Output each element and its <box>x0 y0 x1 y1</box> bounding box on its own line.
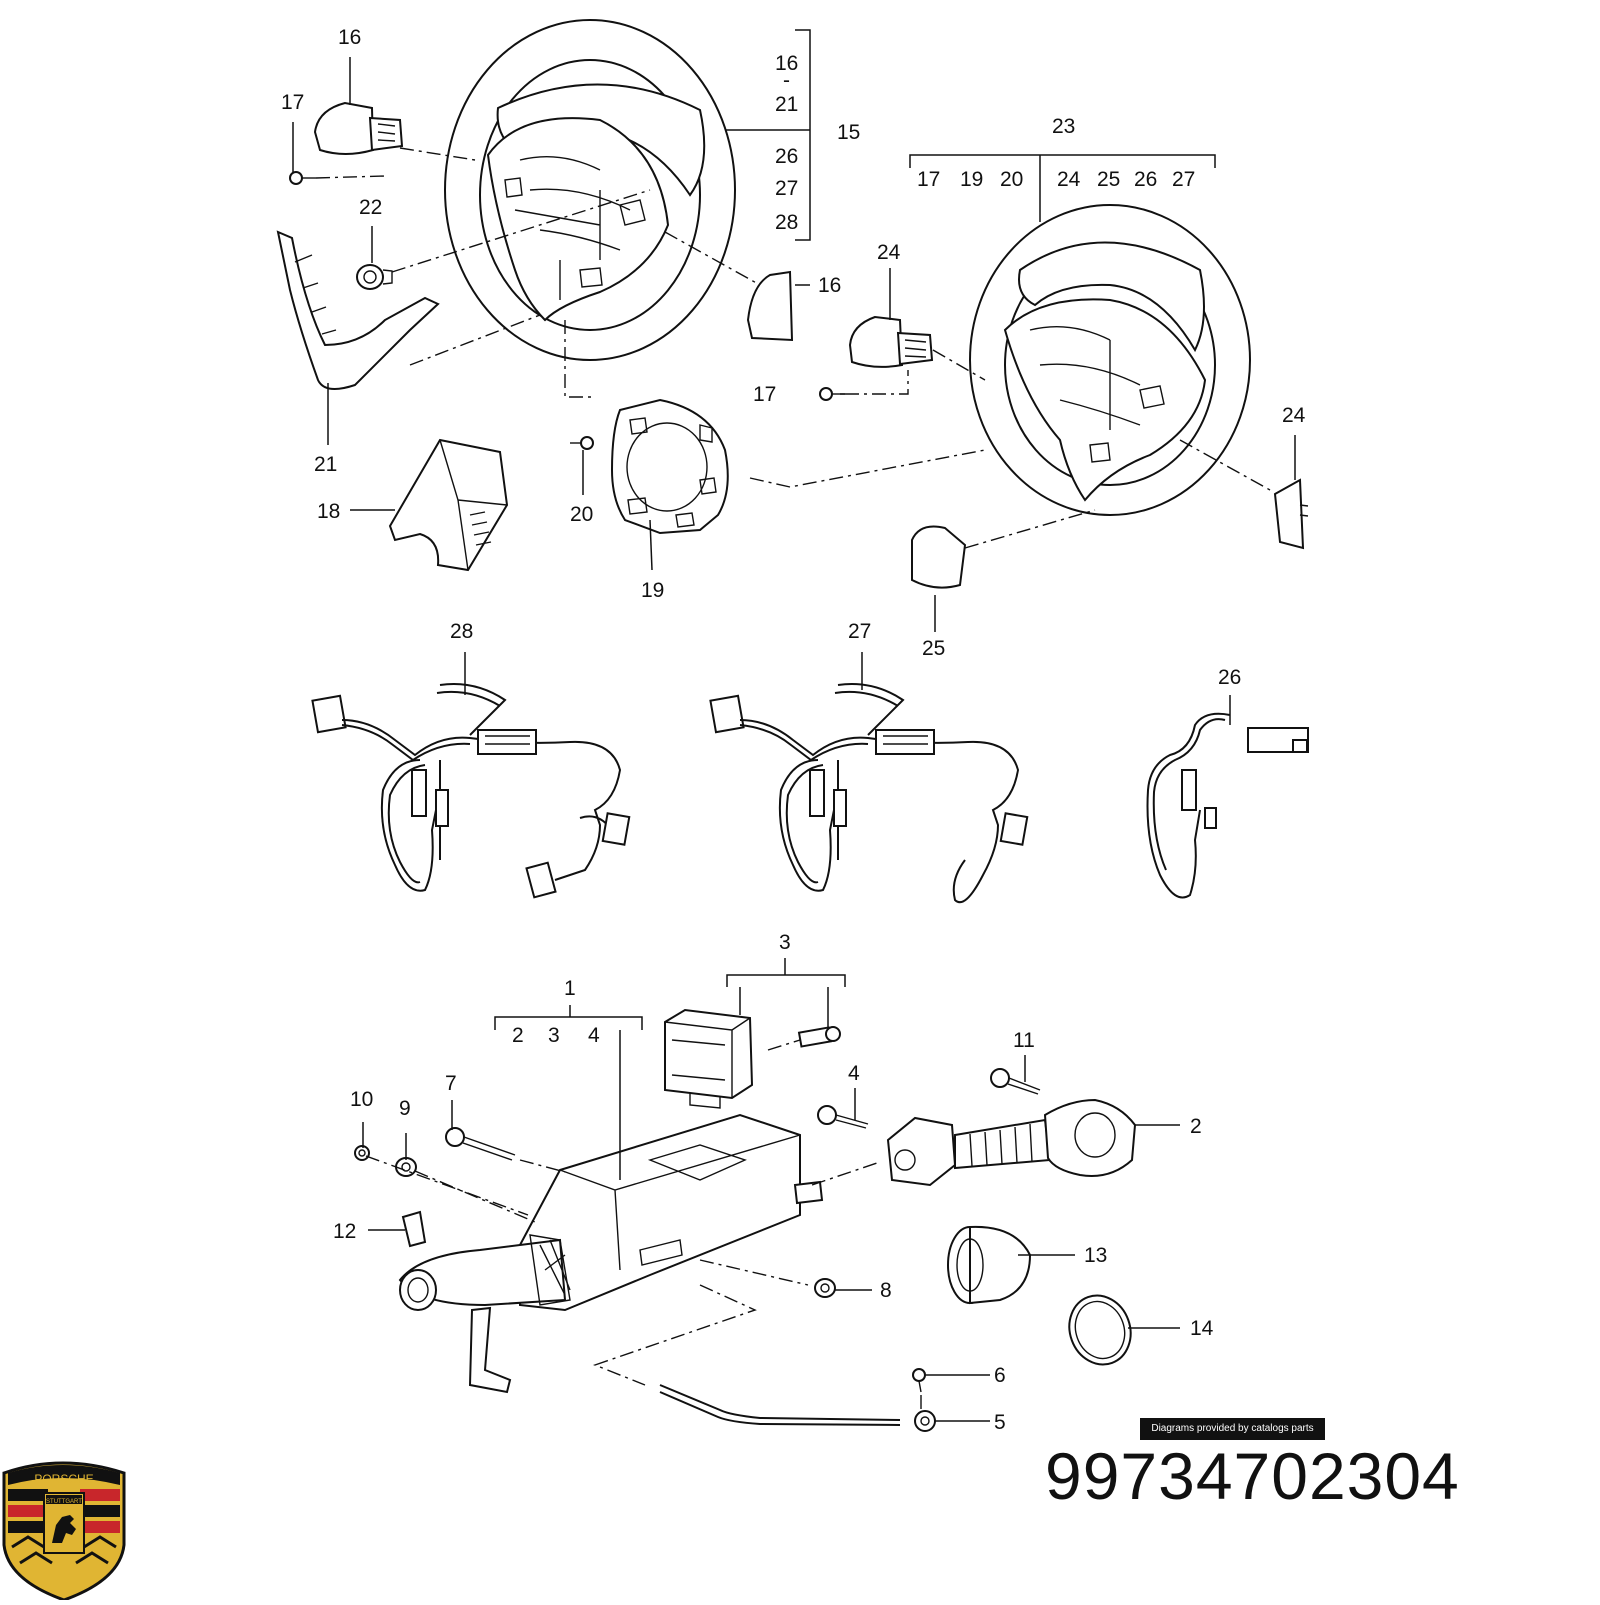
callout-23: 23 <box>1052 115 1075 138</box>
screw-20 <box>570 436 594 450</box>
callout-2: 2 <box>1190 1115 1202 1138</box>
grommet-13 <box>947 1225 1032 1305</box>
steering-column <box>398 1113 824 1394</box>
bolt-7 <box>445 1127 516 1161</box>
callout-1: 1 <box>564 977 576 1000</box>
group-1-item: 4 <box>588 1024 600 1047</box>
bolt-11 <box>990 1068 1041 1095</box>
group-15-item: 16 <box>775 52 798 75</box>
callout-4: 4 <box>848 1062 860 1085</box>
callout-7: 7 <box>445 1072 457 1095</box>
callout-24: 24 <box>877 241 901 264</box>
group-23-item: 26 <box>1134 168 1157 191</box>
logo-center-text: STUTTGART <box>46 1499 82 1505</box>
callout-20: 20 <box>570 503 593 526</box>
group-1-list: 2 3 4 <box>512 1024 600 1047</box>
ground-strap-5 <box>659 1384 936 1432</box>
wiring-harness-27 <box>709 683 1029 904</box>
bolt-3 <box>797 1026 841 1048</box>
trim-strip-21 <box>276 230 440 390</box>
callout-27: 27 <box>848 620 871 643</box>
group-15-item: - <box>783 69 790 92</box>
callout-15: 15 <box>837 121 860 144</box>
callout-3: 3 <box>779 931 791 954</box>
screw-17-right <box>819 387 845 401</box>
leader-lines <box>292 57 1296 1422</box>
group-15-item: 26 <box>775 145 798 168</box>
intermediate-shaft-2 <box>886 1098 1137 1187</box>
group-23-item: 20 <box>1000 168 1023 191</box>
cap-14 <box>1068 1294 1132 1366</box>
group-15-list: 16 - 21 26 27 28 <box>775 52 798 234</box>
nut-22 <box>356 264 393 290</box>
group-23-item: 27 <box>1172 168 1195 191</box>
group-15-item: 21 <box>775 93 798 116</box>
group-23-bracket <box>909 154 1216 222</box>
callout-28: 28 <box>450 620 473 643</box>
callout-10: 10 <box>350 1088 373 1111</box>
group-3-bracket <box>726 958 846 1030</box>
steering-wheel-left <box>444 19 736 361</box>
callout-21: 21 <box>314 453 337 476</box>
bolt-4 <box>817 1105 869 1129</box>
switch-24-right <box>1273 478 1309 550</box>
callout-24: 24 <box>1282 404 1306 427</box>
washer-9 <box>395 1157 417 1177</box>
callout-12: 12 <box>333 1220 356 1243</box>
cover-25 <box>911 525 967 589</box>
callout-14: 14 <box>1190 1317 1214 1340</box>
group-23-item: 25 <box>1097 168 1120 191</box>
switch-24-left <box>848 315 934 368</box>
wiring-harness-26 <box>1146 712 1309 899</box>
logo-top-text: PORSCHE <box>34 1472 93 1486</box>
callout-6: 6 <box>994 1364 1006 1387</box>
diagram-credit-banner: Diagrams provided by catalogs parts <box>1140 1418 1325 1440</box>
group-23-item: 17 <box>917 168 940 191</box>
switch-cover-16-left <box>313 101 404 155</box>
callout-11: 11 <box>1013 1029 1035 1052</box>
callout-17: 17 <box>753 383 776 406</box>
callout-25: 25 <box>922 637 945 660</box>
callout-9: 9 <box>399 1097 411 1120</box>
group-23-item: 24 <box>1057 168 1081 191</box>
callout-18: 18 <box>317 500 340 523</box>
bolt-6 <box>912 1368 926 1393</box>
callout-13: 13 <box>1084 1244 1107 1267</box>
screw-17-left <box>289 171 316 185</box>
group-15-item: 27 <box>775 177 798 200</box>
callout-16: 16 <box>338 26 361 49</box>
callout-17: 17 <box>281 91 304 114</box>
group-1-bracket <box>494 1005 643 1030</box>
callout-5: 5 <box>994 1411 1006 1434</box>
wiring-harness-28 <box>311 683 631 899</box>
group-23-item: 19 <box>960 168 983 191</box>
group-1-item: 3 <box>548 1024 560 1047</box>
steering-wheel-right <box>969 204 1251 516</box>
switch-cover-16-right <box>746 270 794 342</box>
callout-8: 8 <box>880 1279 892 1302</box>
callout-22: 22 <box>359 196 382 219</box>
cover-18 <box>388 438 509 572</box>
porsche-crest-logo: PORSCHE STUTTGART <box>2 1461 126 1602</box>
callout-labels: 16 17 22 21 18 20 19 15 16 23 24 17 24 2… <box>281 26 1306 1434</box>
group-1-item: 2 <box>512 1024 524 1047</box>
callout-19: 19 <box>641 579 664 602</box>
clip-12 <box>401 1210 427 1248</box>
nut-10 <box>354 1145 370 1161</box>
nut-8 <box>814 1278 836 1298</box>
group-15-item: 28 <box>775 211 798 234</box>
group-23-list: 17 19 20 24 25 26 27 <box>917 168 1195 191</box>
callout-26: 26 <box>1218 666 1241 689</box>
part-number: 99734702304 <box>1045 1439 1460 1513</box>
callout-16: 16 <box>818 274 841 297</box>
group-15-bracket <box>725 29 811 241</box>
control-unit-3 <box>664 1008 754 1109</box>
mounting-plate-19 <box>610 398 729 535</box>
horse-icon <box>52 1515 76 1543</box>
